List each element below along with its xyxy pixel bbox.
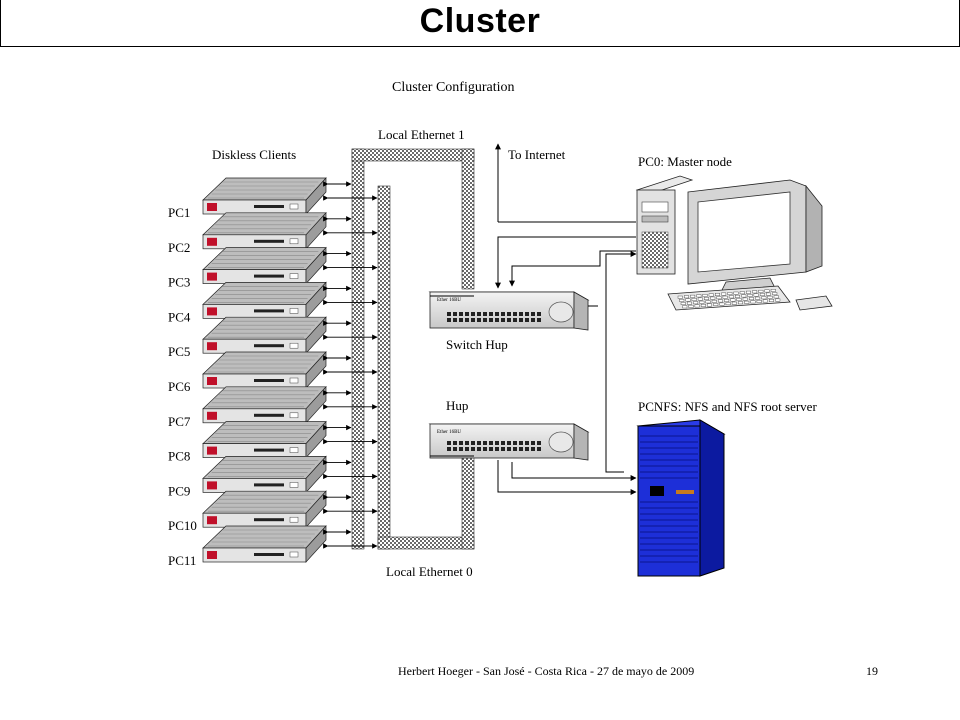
- client-label: PC4: [168, 309, 191, 324]
- client-pc: [202, 316, 327, 355]
- client-pc: [202, 211, 327, 250]
- diagram-heading: Cluster Configuration: [392, 80, 515, 95]
- client-pc: [202, 177, 327, 215]
- client-label: PC9: [168, 483, 190, 498]
- client-pc: [202, 351, 327, 389]
- client-pc: [202, 281, 327, 320]
- switch-brand: Ether 16BU: [437, 298, 461, 303]
- slide-title: Cluster: [419, 2, 541, 40]
- internet-label: To Internet: [508, 147, 566, 162]
- bus-bottom-label: Local Ethernet 0: [386, 564, 473, 579]
- hub-brand: Ether 16BU: [437, 430, 461, 435]
- client-label: PC11: [168, 553, 196, 568]
- nfs-vent-lines: [640, 435, 698, 563]
- client-label: PC1: [168, 205, 190, 220]
- connection-lines: [430, 143, 637, 495]
- keyboard-keys: [677, 289, 781, 309]
- ethernet-bus-1: [351, 148, 475, 550]
- hub-ports: [447, 441, 541, 451]
- client-pc: [202, 246, 327, 285]
- hub-device: Ether 16BU: [428, 423, 590, 461]
- client-label: PC2: [168, 240, 190, 255]
- client-label: PC5: [168, 344, 190, 359]
- switch-ports: [447, 312, 541, 322]
- hub-label: Hup: [446, 398, 468, 413]
- client-label: PC6: [168, 379, 191, 394]
- client-label: PC8: [168, 449, 190, 464]
- slide-footer: Herbert Hoeger - San José - Costa Rica -…: [398, 664, 695, 678]
- switch-device: Ether 16BU: [428, 291, 590, 331]
- bus-top-label: Local Ethernet 1: [378, 127, 465, 142]
- client-pc: [202, 490, 327, 529]
- master-node-computer: [635, 175, 833, 311]
- client-pc: [202, 455, 327, 494]
- client-label: PC7: [168, 414, 191, 429]
- client-pc: [202, 385, 327, 424]
- nfs-server-tower: [636, 419, 726, 577]
- page-number: 19: [866, 664, 878, 678]
- client-pc: [202, 525, 327, 563]
- clients-group-label: Diskless Clients: [212, 147, 296, 162]
- nfs-server-label: PCNFS: NFS and NFS root server: [638, 399, 817, 414]
- client-label: PC10: [168, 518, 197, 533]
- client-pc: [202, 420, 327, 459]
- switch-label: Switch Hup: [446, 337, 508, 352]
- ethernet-bus-0: [377, 185, 475, 550]
- master-node-label: PC0: Master node: [638, 154, 732, 169]
- client-label: PC3: [168, 275, 190, 290]
